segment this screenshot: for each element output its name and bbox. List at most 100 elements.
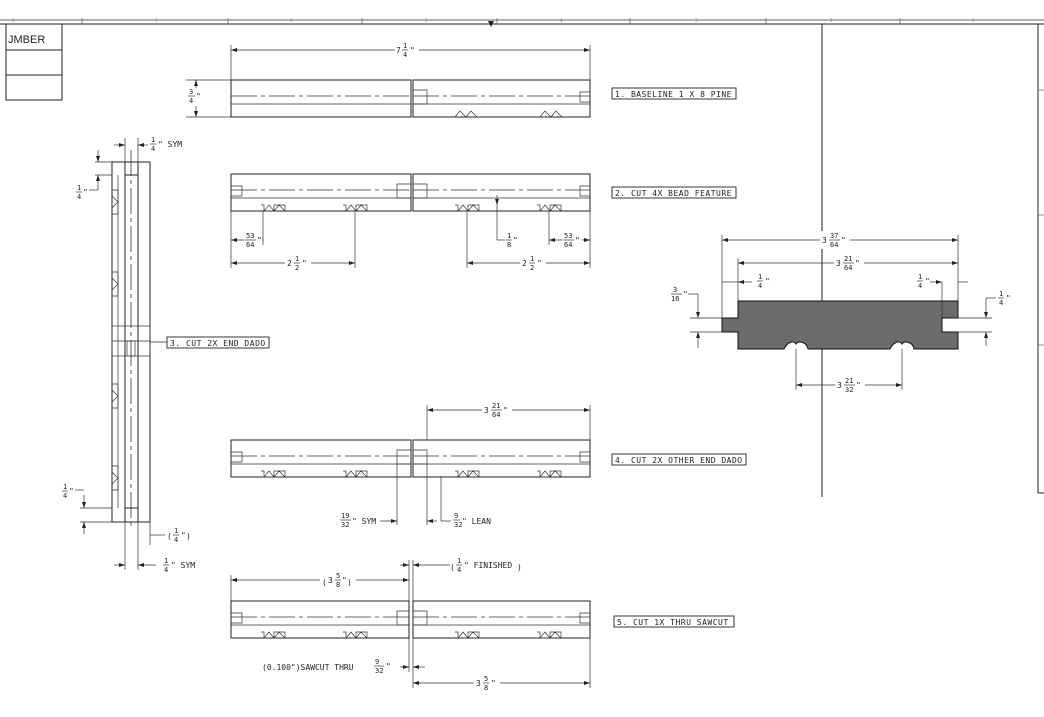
border-mark: 8 — [12, 18, 15, 23]
svg-text:": " — [856, 381, 861, 390]
svg-text:": " — [683, 290, 688, 299]
svg-text:": " — [386, 662, 391, 671]
dim-side-top: 1 4 " SYM — [150, 136, 182, 153]
dim-paren-3-5-8: ( 3 5 8 " ) — [320, 570, 356, 590]
svg-text:4: 4 — [999, 299, 1003, 307]
svg-text:53: 53 — [246, 232, 254, 240]
svg-text:64: 64 — [830, 241, 838, 249]
svg-text:": " — [1006, 294, 1011, 303]
svg-text:3: 3 — [837, 381, 842, 390]
svg-text:1: 1 — [151, 136, 155, 144]
svg-text:2: 2 — [295, 264, 299, 272]
dim-side-bottom: 1 4 " SYM — [163, 557, 195, 574]
svg-text:1: 1 — [999, 290, 1003, 298]
center-mark-icon — [488, 21, 494, 27]
svg-text:2: 2 — [530, 264, 534, 272]
svg-text:5: 5 — [484, 675, 488, 683]
dim-overall-length: 7 1 4 " — [395, 42, 419, 59]
svg-text:64: 64 — [564, 241, 572, 249]
svg-text:(0.100")SAWCUT THRU: (0.100")SAWCUT THRU — [262, 663, 354, 672]
dim-dado-len: 3 21 64 " — [482, 401, 512, 419]
svg-text:64: 64 — [844, 264, 852, 272]
svg-text:21: 21 — [492, 402, 500, 410]
svg-text:2: 2 — [522, 259, 527, 268]
step5-view: ( 3 5 8 " ) ( 1 4 " FINISHED ) (0.100")S… — [230, 557, 735, 692]
svg-text:3: 3 — [476, 679, 481, 688]
board-profile — [721, 300, 959, 350]
svg-text:9: 9 — [454, 512, 458, 520]
svg-text:3: 3 — [484, 406, 489, 415]
border-mark: 2 — [830, 18, 833, 23]
svg-text:32: 32 — [375, 667, 383, 675]
svg-text:1: 1 — [295, 255, 299, 263]
svg-text:64: 64 — [246, 241, 254, 249]
svg-text:" SYM: " SYM — [158, 140, 182, 149]
step1-label: 1. BASELINE 1 X 8 PINE — [615, 90, 732, 99]
svg-text:32: 32 — [845, 386, 853, 394]
svg-text:): ) — [517, 563, 522, 572]
svg-text:": " — [69, 487, 74, 496]
svg-text:": " — [342, 576, 347, 585]
svg-text:53: 53 — [564, 232, 572, 240]
svg-text:): ) — [186, 532, 191, 541]
svg-text:1: 1 — [164, 557, 168, 565]
border-mark: 6 — [290, 18, 293, 23]
svg-text:1: 1 — [174, 527, 178, 535]
svg-text:3: 3 — [673, 286, 677, 294]
svg-text:32: 32 — [454, 521, 462, 529]
svg-text:": " — [196, 92, 201, 101]
svg-text:": " — [257, 236, 262, 245]
svg-text:1: 1 — [530, 255, 534, 263]
step4-label: 4. CUT 2X OTHER END DADO — [615, 456, 743, 465]
svg-text:": " — [513, 236, 518, 245]
dim-profile-tongue-right: 1 4 " — [917, 273, 930, 290]
dim-profile-right: 1 4 " — [998, 290, 1011, 307]
svg-text:1: 1 — [758, 273, 762, 281]
svg-text:(: ( — [167, 532, 172, 541]
step3-view: 1 4 " SYM 1 4 " 1 4 " — [62, 136, 270, 574]
svg-text:64: 64 — [492, 411, 500, 419]
dim-side-paren: ( 1 4 " ) — [167, 527, 191, 544]
drawing-border: 8 7 6 5 4 3 2 1 — [0, 18, 1044, 497]
dim-final-len: 3 5 8 " — [474, 674, 500, 692]
svg-text:": " — [302, 259, 307, 268]
svg-text:3: 3 — [836, 259, 841, 268]
svg-text:7: 7 — [396, 46, 401, 55]
svg-text:": " — [841, 236, 846, 245]
profile-view: 3 37 64 " 3 21 64 " 1 4 " — [671, 231, 1011, 394]
svg-text:5: 5 — [336, 572, 340, 580]
svg-text:4: 4 — [174, 536, 178, 544]
dim-bead-spacing-left: 2 1 2 " — [285, 254, 311, 272]
svg-text:": " — [181, 531, 186, 540]
dim-profile-tongue-left: 1 4 " — [757, 273, 770, 290]
svg-text:3: 3 — [189, 88, 193, 96]
dim-sym-19-32: 19 32 " SYM — [340, 512, 376, 529]
dim-lean-9-32: 9 32 " LEAN — [453, 512, 491, 529]
border-mark: 5 — [425, 18, 428, 23]
svg-text:": " — [83, 188, 88, 197]
svg-text:4: 4 — [758, 282, 762, 290]
dim-bead-offset-left: 53 64 " — [244, 231, 262, 249]
svg-text:1: 1 — [63, 483, 67, 491]
dim-profile-bead: 3 21 32 " — [835, 376, 865, 394]
border-mark: 3 — [695, 18, 698, 23]
svg-text:1: 1 — [403, 42, 407, 50]
svg-text:1: 1 — [77, 184, 81, 192]
svg-text:": " — [503, 406, 508, 415]
title-block: JMBER — [5, 23, 63, 101]
svg-text:": " — [410, 46, 415, 55]
svg-text:": " — [855, 259, 860, 268]
svg-text:32: 32 — [341, 521, 349, 529]
svg-text:8: 8 — [484, 684, 488, 692]
svg-text:" LEAN: " LEAN — [462, 517, 491, 526]
svg-text:2: 2 — [287, 259, 292, 268]
dim-sawcut: (0.100")SAWCUT THRU 9 32 " — [262, 658, 391, 675]
border-mark: 1 — [972, 18, 975, 23]
svg-text:": " — [765, 277, 770, 286]
svg-text:16: 16 — [671, 295, 679, 303]
svg-text:): ) — [347, 578, 352, 587]
border-mark: 7 — [155, 18, 158, 23]
svg-text:": " — [925, 277, 930, 286]
dim-side-left-bottom: 1 4 " — [62, 483, 74, 500]
